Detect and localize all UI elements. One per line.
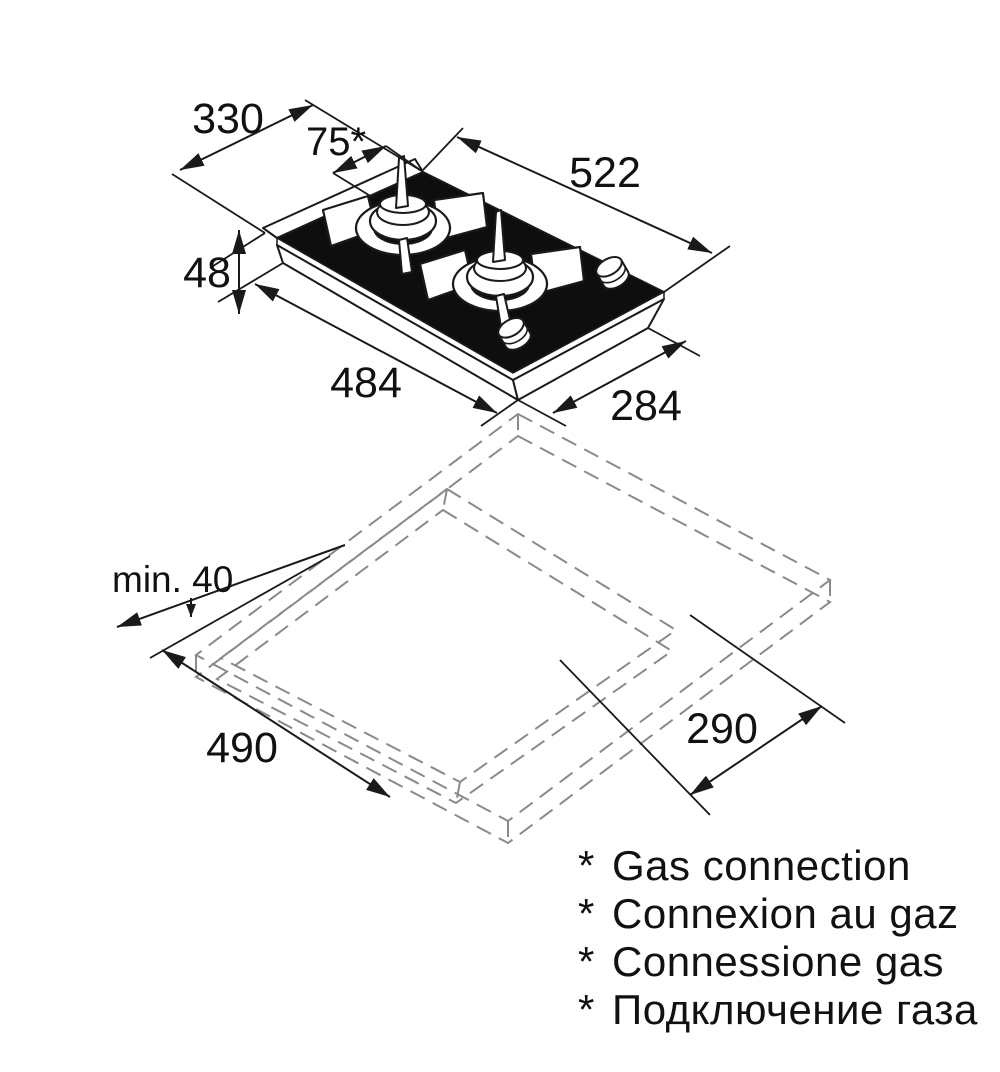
cutout-dimension-lines — [116, 544, 846, 816]
cutout-hole-bottom-outline — [215, 508, 674, 805]
dim-490-label: 490 — [206, 724, 278, 772]
asterisk-marker: * — [578, 938, 595, 985]
min40-extension-line — [116, 544, 346, 628]
dim-522-line — [456, 136, 713, 254]
dim-284-line — [552, 340, 687, 414]
worktop-top-outline — [194, 412, 832, 823]
control-knob-front — [497, 316, 532, 351]
dim-284-label: 284 — [610, 382, 682, 430]
dim-290-ext-left — [559, 659, 711, 816]
dim-522-label: 522 — [569, 149, 641, 197]
worktop-cutout-projection — [194, 412, 832, 845]
dim-484-line — [254, 283, 498, 414]
asterisk-marker: * — [578, 890, 595, 937]
dim-75-label: 75* — [306, 120, 366, 164]
asterisk-marker: * — [578, 842, 595, 889]
dim-min40-label: min. 40 — [112, 559, 233, 600]
worktop-bottom-outline — [194, 434, 832, 845]
control-knob-rear — [595, 255, 630, 290]
footnote-gas-connection-ru: * Подключение газа — [578, 986, 988, 1034]
footnote-text: Connessione gas — [612, 938, 945, 985]
footnote-text: Gas connection — [612, 842, 911, 889]
dim-290-label: 290 — [686, 705, 758, 753]
dim-490-ext — [149, 555, 331, 659]
dim-75-line — [332, 145, 387, 174]
dim-290-line — [689, 705, 823, 796]
footnote-gas-connection-fr: * Connexion au gaz — [578, 890, 988, 938]
burner-rear — [321, 155, 489, 275]
dim-290-ext-right — [689, 614, 846, 724]
footnotes-block: * Gas connection * Connexion au gaz * Co… — [578, 842, 988, 1034]
asterisk-marker: * — [578, 986, 595, 1033]
footnote-gas-connection-it: * Connessione gas — [578, 938, 988, 986]
cutout-hole-top-outline — [219, 487, 678, 784]
dim-490-line — [161, 649, 391, 798]
dim-484-label: 484 — [330, 359, 402, 407]
dim-48-label: 48 — [183, 249, 231, 297]
dimension-labels: 330 75* 522 48 484 284 min. 40 490 290 — [112, 95, 758, 772]
hob-isometric-view — [262, 155, 665, 401]
footnote-text: Подключение газа — [612, 986, 978, 1033]
dim-330-label: 330 — [192, 95, 264, 143]
hob-dimension-lines — [171, 99, 731, 427]
pan-support-fin-bottom — [398, 237, 413, 275]
footnote-text: Connexion au gaz — [612, 890, 959, 937]
footnote-gas-connection-en: * Gas connection — [578, 842, 988, 890]
dim-330-line — [179, 104, 314, 171]
